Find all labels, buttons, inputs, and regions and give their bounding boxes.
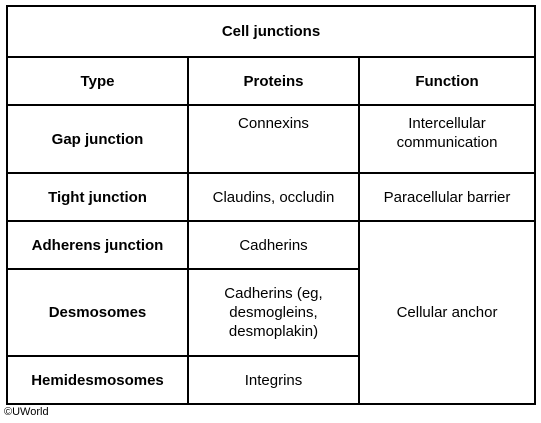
copyright-notice: ©UWorld xyxy=(4,406,49,418)
proteins-cell: Cadherins xyxy=(187,220,360,270)
table-row: Tight junction Claudins, occludin Parace… xyxy=(6,172,537,222)
table-row: Adherens junction Cadherins Cellular anc… xyxy=(6,220,537,405)
table-row: Desmosomes Cadherins (eg, desmogleins, d… xyxy=(6,268,535,357)
type-cell: Desmosomes xyxy=(6,268,189,357)
table-title: Cell junctions xyxy=(5,5,537,58)
header-function: Function xyxy=(357,56,537,106)
table-row: Hemidesmosomes Integrins xyxy=(6,355,535,405)
header-type: Type xyxy=(6,56,189,106)
type-cell: Tight junction xyxy=(6,172,189,222)
proteins-cell: Integrins xyxy=(187,355,360,405)
header-proteins: Proteins xyxy=(187,56,360,106)
function-cell: Intercellular communication xyxy=(357,104,537,174)
proteins-cell: Connexins xyxy=(187,104,360,174)
cell-junctions-table: Cell junctions Type Proteins Function Ga… xyxy=(5,5,537,405)
type-cell: Adherens junction xyxy=(6,220,189,270)
type-cell: Hemidesmosomes xyxy=(6,355,189,405)
function-cell: Cellular anchor xyxy=(357,220,537,405)
type-cell: Gap junction xyxy=(6,104,189,174)
function-cell: Paracellular barrier xyxy=(357,172,537,222)
proteins-cell: Claudins, occludin xyxy=(187,172,360,222)
proteins-cell: Cadherins (eg, desmogleins, desmoplakin) xyxy=(187,268,360,357)
table-row: Gap junction Connexins Intercellular com… xyxy=(6,104,537,174)
